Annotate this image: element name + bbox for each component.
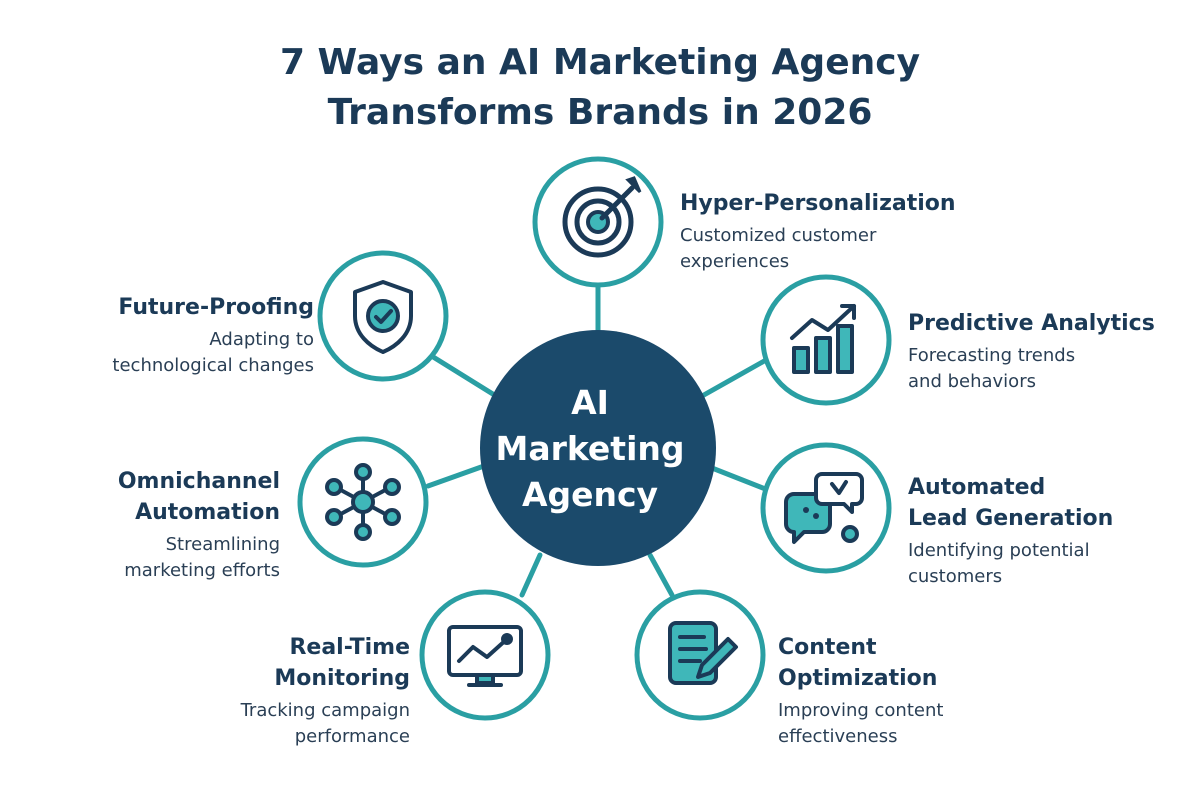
feature-description-line: technological changes: [112, 355, 314, 376]
connector-predictive-analytics: [692, 357, 769, 403]
feature-title-line: Monitoring: [274, 666, 410, 691]
feature-title: Hyper-Personalization: [680, 188, 956, 219]
feature-title: Future-Proofing: [40, 292, 314, 323]
feature-description-line: and behaviors: [908, 371, 1036, 392]
connector-future-proofing: [427, 352, 499, 399]
monitor-chart-icon: [447, 625, 523, 687]
feature-description-line: marketing efforts: [124, 560, 280, 581]
feature-title: Predictive Analytics: [908, 308, 1155, 339]
feature-real-time-monitoring: Real-Time Monitoring Tracking campaign p…: [150, 632, 410, 750]
feature-title: Content Optimization: [778, 632, 943, 694]
feature-description: Forecasting trends and behaviors: [908, 343, 1155, 395]
feature-description-line: Adapting to: [209, 329, 314, 350]
shield-check-icon: [353, 280, 413, 354]
feature-title-line: Automation: [135, 500, 280, 525]
feature-description-line: Streamlining: [165, 534, 280, 555]
hub-label-line-3: Agency: [521, 475, 659, 514]
feature-hyper-personalization: Hyper-Personalization Customized custome…: [680, 188, 956, 275]
feature-automated-lead-generation: Automated Lead Generation Identifying po…: [908, 472, 1113, 590]
feature-content-optimization: Content Optimization Improving content e…: [778, 632, 943, 750]
feature-title-line: Omnichannel: [117, 469, 280, 494]
hub-label: AI Marketing Agency: [480, 380, 700, 518]
target-icon: [562, 176, 642, 258]
page-title: 7 Ways an AI Marketing Agency Transforms…: [0, 38, 1200, 138]
feature-description-line: Tracking campaign: [240, 700, 410, 721]
feature-description: Improving content effectiveness: [778, 698, 943, 750]
feature-description-line: Customized customer: [680, 225, 877, 246]
feature-omnichannel-automation: Omnichannel Automation Streamlining mark…: [30, 466, 280, 584]
feature-description: Tracking campaign performance: [150, 698, 410, 750]
feature-description: Streamlining marketing efforts: [30, 532, 280, 584]
feature-description-line: effectiveness: [778, 726, 898, 747]
feature-description: Customized customer experiences: [680, 223, 956, 275]
feature-description-line: customers: [908, 566, 1003, 587]
connector-real-time-monitoring: [519, 552, 543, 598]
feature-predictive-analytics: Predictive Analytics Forecasting trends …: [908, 308, 1155, 395]
feature-description: Adapting to technological changes: [40, 327, 314, 379]
feature-description-line: Improving content: [778, 700, 944, 721]
feature-future-proofing: Future-Proofing Adapting to technologica…: [40, 292, 314, 379]
bar-chart-trend-icon: [790, 304, 856, 374]
feature-title-line: Optimization: [778, 666, 938, 691]
feature-title-line: Hyper-Personalization: [680, 191, 956, 216]
page-title-line-1: 7 Ways an AI Marketing Agency: [279, 42, 921, 83]
feature-description: Identifying potential customers: [908, 538, 1113, 590]
feature-title: Real-Time Monitoring: [150, 632, 410, 694]
feature-description-line: performance: [294, 726, 410, 747]
connector-omnichannel-automation: [425, 463, 487, 489]
feature-title-line: Lead Generation: [908, 506, 1114, 531]
chat-bubbles-icon: [784, 472, 864, 544]
feature-description-line: experiences: [680, 251, 790, 272]
feature-title-line: Automated: [908, 475, 1046, 500]
feature-title: Automated Lead Generation: [908, 472, 1113, 534]
document-pencil-icon: [668, 621, 738, 685]
hub-circle: [480, 330, 716, 566]
feature-description-line: Forecasting trends: [908, 345, 1076, 366]
connector-content-optimization: [647, 552, 675, 598]
page-title-line-2: Transforms Brands in 2026: [327, 92, 873, 133]
feature-description-line: Identifying potential: [908, 540, 1090, 561]
feature-title-line: Future-Proofing: [118, 295, 314, 320]
feature-title: Omnichannel Automation: [30, 466, 280, 528]
feature-title-line: Real-Time: [289, 635, 410, 660]
hub-label-line-2: Marketing: [495, 429, 685, 468]
hub-label-line-1: AI: [571, 383, 609, 422]
network-nodes-icon: [325, 463, 401, 541]
feature-title-line: Predictive Analytics: [908, 311, 1155, 336]
feature-title-line: Content: [778, 635, 877, 660]
connector-automated-lead-generation: [709, 465, 771, 493]
